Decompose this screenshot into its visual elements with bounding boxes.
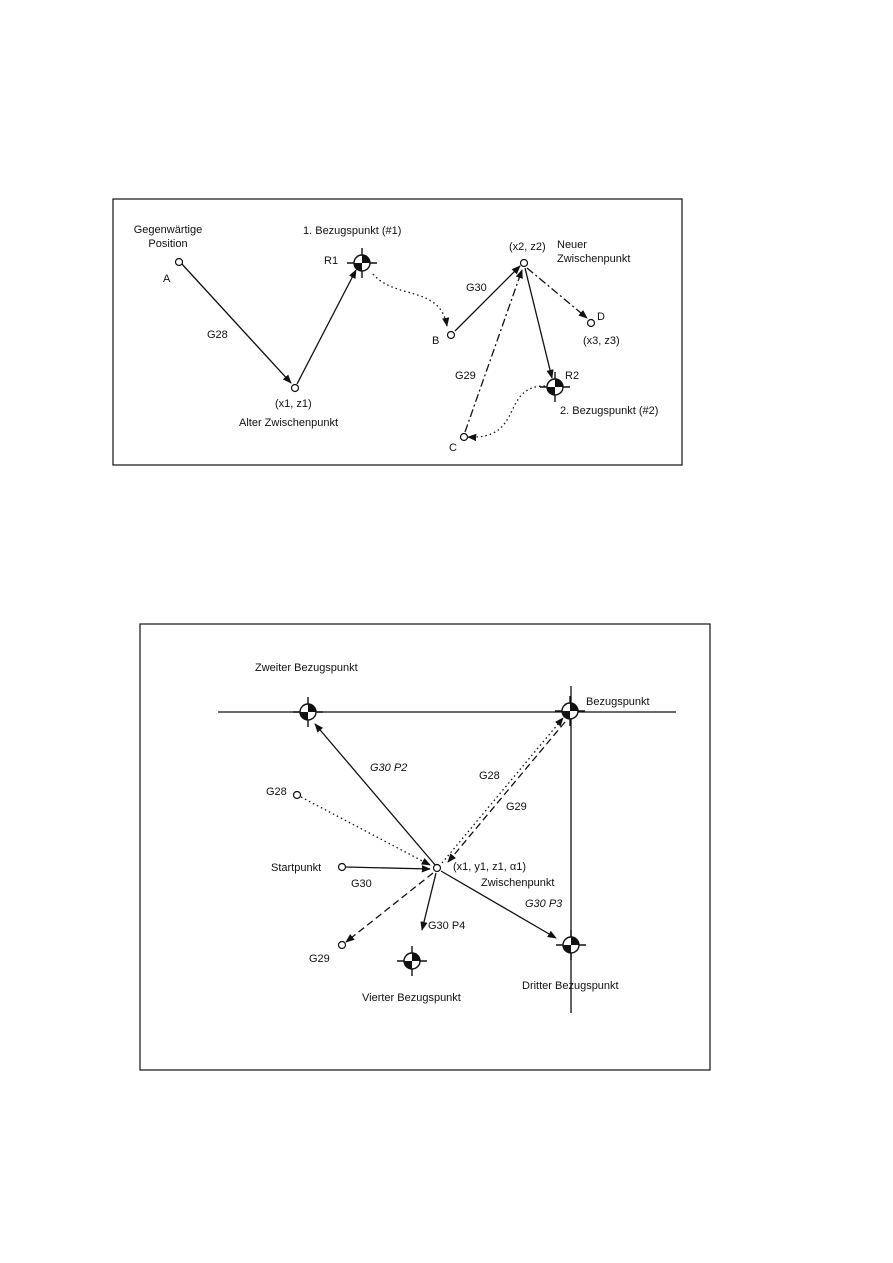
g28-left-label: G28 [266,786,287,798]
path-old-intermediate-to-r1 [296,269,357,385]
r2-label: R2 [565,370,579,382]
old-intermediate-label: Alter Zwischenpunkt [239,417,338,429]
second-ref-label: Zweiter Bezugspunkt [255,662,358,674]
r1-label: R1 [324,255,338,267]
figure-2-frame [139,623,711,1071]
old-intermediate-coords: (x1, z1) [275,398,312,410]
g30-p4-label: G30 P4 [428,920,465,932]
path-g28-left [300,796,431,866]
second-ref-symbol [292,696,324,728]
new-intermediate-coords: (x2, z2) [509,241,546,253]
fourth-ref-symbol [396,945,428,977]
new-intermediate-label-line1: Neuer [557,239,587,251]
figure-2: Zweiter Bezugspunkt Bezugspunkt G30 P2 G… [139,623,711,1071]
point-c-label: C [449,442,457,454]
path-b-to-new-intermediate [454,265,521,332]
path-to-fourth-ref [420,872,437,931]
point-a-marker [174,257,184,267]
point-d-marker [586,318,596,328]
new-intermediate-label-line2: Zwischenpunkt [557,253,630,265]
start-point-label: Startpunkt [271,862,321,874]
ref-label: Bezugspunkt [586,696,650,708]
intermediate-coords: (x1, y1, z1, α1) [453,861,526,873]
g30-p3-label: G30 P3 [525,898,563,910]
point-c-marker [459,432,469,442]
path-g29-from-ref [447,721,566,863]
path-g29-left [345,872,434,943]
path-new-intermediate-to-r2 [524,267,554,379]
g30-label: G30 [351,878,372,890]
start-point-marker [337,862,347,872]
ref-point-1-label: 1. Bezugspunkt (#1) [303,225,401,237]
point-a-label: A [163,273,171,285]
fourth-ref-label: Vierter Bezugspunkt [362,992,461,1004]
path-r2-to-c [467,385,546,442]
path-new-intermediate-to-d [526,267,588,319]
point-b-marker [446,330,456,340]
path-start-to-intermediate [345,865,431,873]
ref-point-2-label: 2. Bezugspunkt (#2) [560,405,658,417]
figure-1: Gegenwärtige Position A G28 (x1, z1) Alt… [112,198,683,466]
path-g28-to-ref [441,717,564,864]
current-position-line2: Position [148,238,187,250]
path-to-second-ref [314,723,437,867]
old-intermediate-marker [290,383,300,393]
g28-start-marker [292,790,302,800]
ref-point-1-symbol [346,247,378,279]
intermediate-point-marker [432,863,442,873]
path-a-to-old-intermediate [180,262,292,384]
path-c-to-new-intermediate [464,269,523,433]
intermediate-label: Zwischenpunkt [481,877,554,889]
g30-p2-label: G30 P2 [370,762,407,774]
figure-1-frame [112,198,683,466]
g29-end-marker [337,940,347,950]
point-b-label: B [432,335,439,347]
third-ref-symbol [555,929,587,961]
current-position-line1: Gegenwärtige [134,224,203,236]
g28-label: G28 [207,329,228,341]
path-to-third-ref [440,870,557,939]
path-r1-to-b [372,273,450,327]
point-d-coords: (x3, z3) [583,335,620,347]
g29-label: G29 [455,370,476,382]
new-intermediate-marker [519,258,529,268]
point-d-label: D [597,311,605,323]
g29-right-label: G29 [506,801,527,813]
ref-symbol [554,695,586,727]
g29-left-label: G29 [309,953,330,965]
g28-right-label: G28 [479,770,500,782]
third-ref-label: Dritter Bezugspunkt [522,980,619,992]
g30-label: G30 [466,282,487,294]
